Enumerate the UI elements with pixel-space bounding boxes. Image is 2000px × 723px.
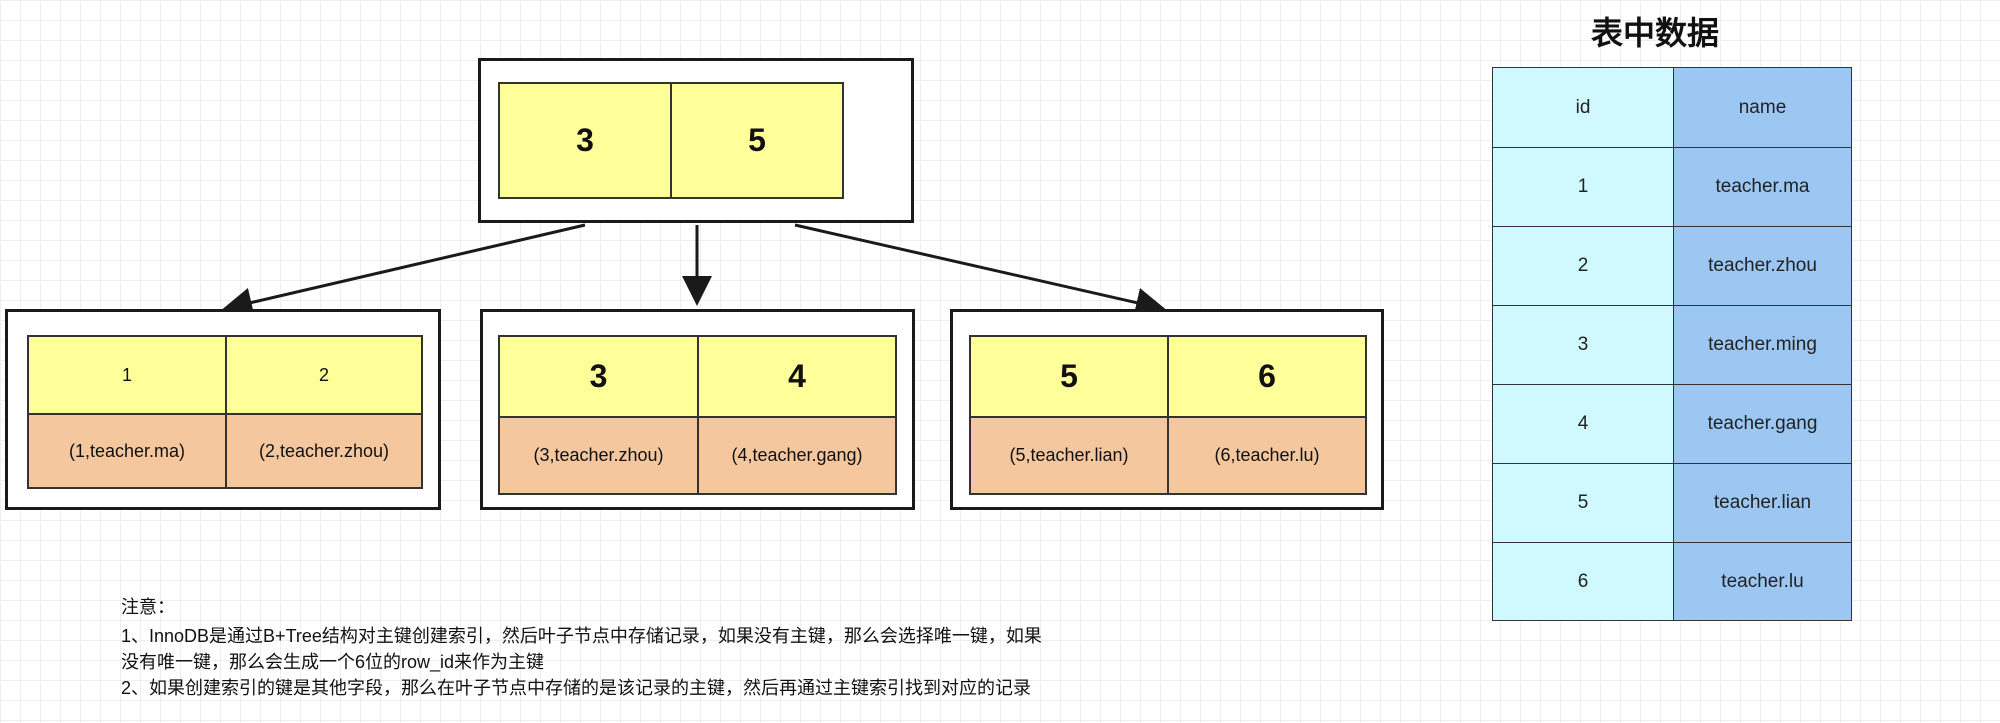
- table-cell-id: 1: [1492, 147, 1674, 227]
- root-key-1: 3: [498, 82, 672, 199]
- table-title: 表中数据: [1591, 15, 1720, 51]
- table-cell-id: 3: [1492, 305, 1674, 385]
- leaf-3-key-2: 6: [1167, 335, 1367, 418]
- root-key-2: 5: [670, 82, 844, 199]
- leaf-1-key-2: 2: [225, 335, 423, 415]
- note-heading: 注意：: [121, 597, 175, 617]
- leaf-1-key-1: 1: [27, 335, 227, 415]
- leaf-2-key-2: 4: [697, 335, 897, 418]
- table-cell-id: 5: [1492, 463, 1674, 543]
- leaf-1-record-1: (1,teacher.ma): [27, 413, 227, 489]
- table-cell-id: 6: [1492, 542, 1674, 621]
- table-cell-id: 2: [1492, 226, 1674, 306]
- table-cell-id: 4: [1492, 384, 1674, 464]
- table-cell-name: teacher.zhou: [1673, 226, 1852, 306]
- leaf-3-record-2: (6,teacher.lu): [1167, 416, 1367, 495]
- leaf-node-2: 3 4 (3,teacher.zhou) (4,teacher.gang): [480, 309, 915, 510]
- table-cell-name: teacher.ming: [1673, 305, 1852, 385]
- arrow-to-leaf-1: [222, 223, 586, 318]
- leaf-2-record-2: (4,teacher.gang): [697, 416, 897, 495]
- root-node: 3 5: [478, 58, 914, 223]
- leaf-2-key-1: 3: [498, 335, 699, 418]
- note-line-2: 没有唯一键，那么会生成一个6位的row_id来作为主键: [121, 652, 545, 672]
- table-cell-name: teacher.lu: [1673, 542, 1852, 621]
- leaf-3-key-1: 5: [969, 335, 1169, 418]
- leaf-3-record-1: (5,teacher.lian): [969, 416, 1169, 495]
- table-cell-name: teacher.gang: [1673, 384, 1852, 464]
- table-header-name: name: [1673, 67, 1852, 148]
- table-cell-name: teacher.ma: [1673, 147, 1852, 227]
- leaf-node-3: 5 6 (5,teacher.lian) (6,teacher.lu): [950, 309, 1384, 510]
- arrow-to-leaf-3: [794, 223, 1166, 318]
- table-header-id: id: [1492, 67, 1674, 148]
- leaf-2-record-1: (3,teacher.zhou): [498, 416, 699, 495]
- leaf-node-1: 1 2 (1,teacher.ma) (2,teacher.zhou): [5, 309, 441, 510]
- note-line-3: 2、如果创建索引的键是其他字段，那么在叶子节点中存储的是该记录的主键，然后再通过…: [121, 678, 1032, 698]
- table-cell-name: teacher.lian: [1673, 463, 1852, 543]
- leaf-1-record-2: (2,teacher.zhou): [225, 413, 423, 489]
- note-line-1: 1、InnoDB是通过B+Tree结构对主键创建索引，然后叶子节点中存储记录，如…: [121, 626, 1042, 646]
